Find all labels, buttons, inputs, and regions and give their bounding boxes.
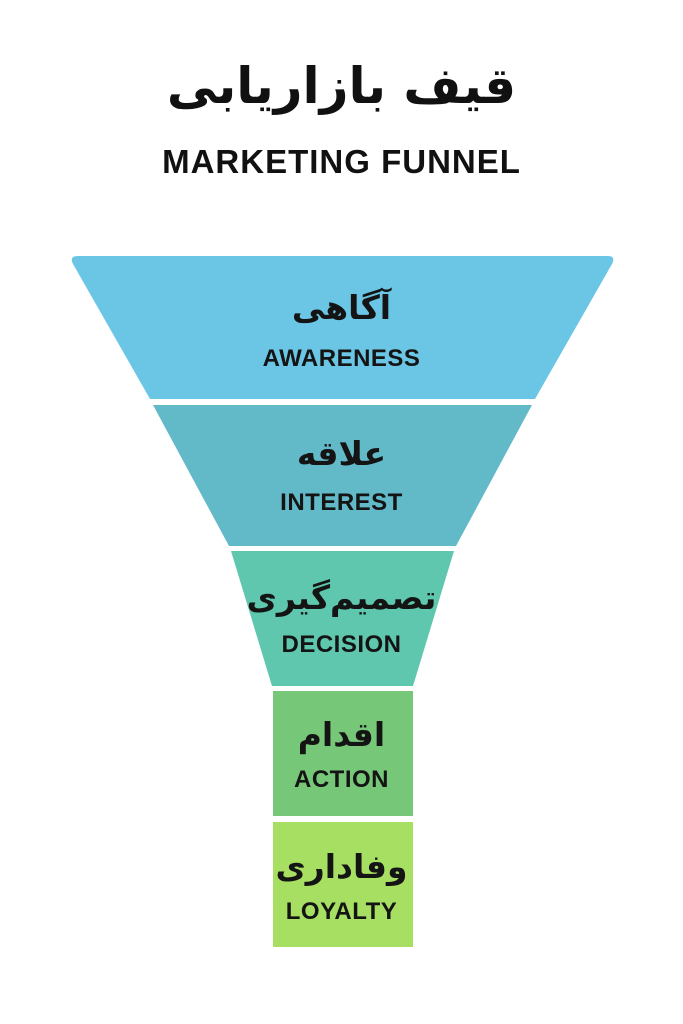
page-title-persian: قیف بازاریابی — [166, 57, 517, 115]
stage-action-label-fa: اقدام — [297, 715, 386, 754]
header: قیف بازاریابی MARKETING FUNNEL — [0, 0, 683, 200]
stage-interest-label-en: INTEREST — [280, 489, 403, 516]
stage-action-label-en: ACTION — [294, 766, 389, 793]
stage-interest-label-fa: علاقه — [296, 434, 387, 473]
funnel-stage-decision — [231, 551, 454, 686]
stage-decision-label-en: DECISION — [281, 631, 402, 658]
stage-loyalty-label-fa: وفاداری — [275, 847, 408, 886]
stage-decision-label-fa: تصمیم‌گیری — [246, 578, 437, 617]
stage-awareness-label-en: AWARENESS — [262, 345, 421, 372]
stage-loyalty-label-en: LOYALTY — [285, 898, 398, 925]
page-title-english: MARKETING FUNNEL — [162, 143, 521, 180]
funnel-stage-awareness — [71, 256, 614, 399]
funnel-stage-loyalty — [273, 822, 413, 947]
funnel-stage-interest — [153, 405, 532, 546]
stage-awareness-label-fa: آگاهی — [291, 288, 392, 327]
funnel-stage-action — [273, 691, 413, 816]
